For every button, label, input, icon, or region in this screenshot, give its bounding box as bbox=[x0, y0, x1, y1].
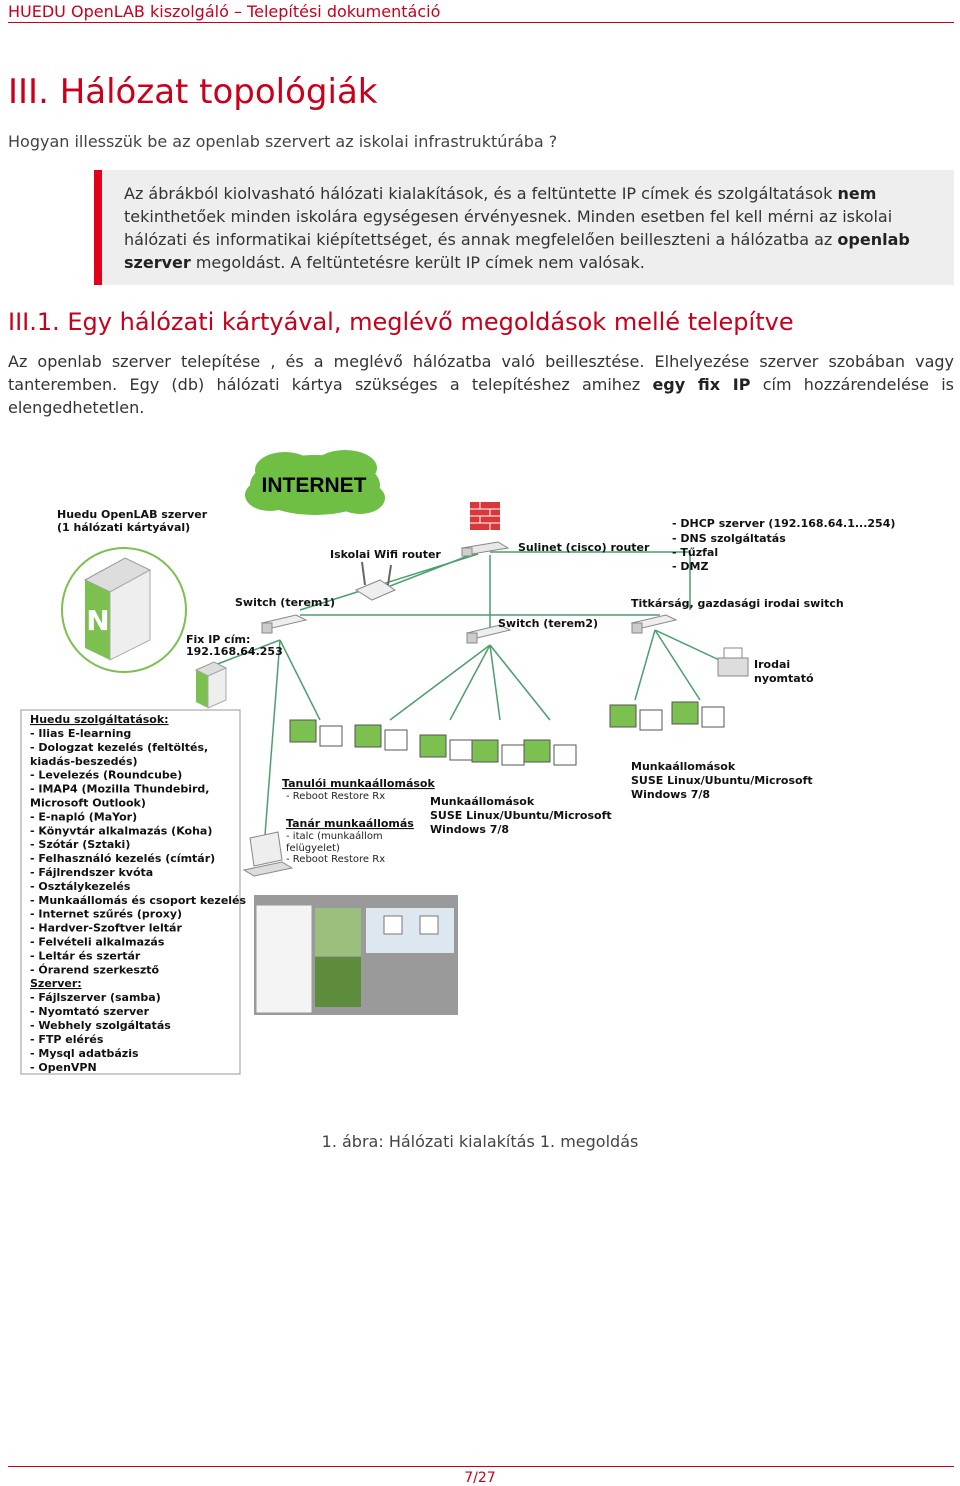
ws-mid-label: Windows 7/8 bbox=[430, 823, 509, 836]
workstation-group-right bbox=[610, 702, 724, 730]
svg-text:N: N bbox=[86, 604, 109, 637]
service-item: - Osztálykezelés bbox=[30, 880, 131, 893]
page-number: 7/27 bbox=[0, 1470, 960, 1486]
router-service: - DNS szolgáltatás bbox=[672, 532, 786, 545]
printer-label-2: nyomtató bbox=[754, 672, 814, 685]
service-item: - Fájlszerver (samba) bbox=[30, 991, 161, 1004]
services-title: Huedu szolgáltatások: bbox=[30, 713, 169, 726]
note-box: Az ábrákból kiolvasható hálózati kialakí… bbox=[94, 170, 954, 285]
server-title-line1: Huedu OpenLAB szerver bbox=[57, 508, 208, 521]
switch-icon bbox=[262, 615, 306, 633]
router-service: - Tűzfal bbox=[672, 546, 718, 559]
wifi-router-icon bbox=[356, 562, 395, 600]
ws-right-label: SUSE Linux/Ubuntu/Microsoft bbox=[631, 774, 813, 787]
service-item: - Hardver-Szoftver leltár bbox=[30, 922, 182, 935]
service-item: - Dologzat kezelés (feltöltés, bbox=[30, 741, 208, 754]
section-title: III. Hálózat topológiák bbox=[8, 72, 377, 112]
ws-right-label: Munkaállomások bbox=[631, 760, 736, 773]
service-item: - Munkaállomás és csoport kezelés bbox=[30, 894, 247, 907]
subsection-title: III.1. Egy hálózati kártyával, meglévő m… bbox=[8, 308, 794, 336]
service-item: - Felvételi alkalmazás bbox=[30, 936, 165, 949]
desktop-screenshot-thumbnail bbox=[254, 895, 458, 1015]
service-item: - Nyomtató szerver bbox=[30, 1005, 150, 1018]
subsection-paragraph: Az openlab szerver telepítése , és a meg… bbox=[8, 350, 954, 419]
router-label: Sulinet (cisco) router bbox=[518, 541, 650, 554]
running-header: HUEDU OpenLAB kiszolgáló – Telepítési do… bbox=[8, 2, 440, 21]
service-item: - OpenVPN bbox=[30, 1061, 97, 1074]
note-accent-bar bbox=[94, 170, 102, 285]
service-item: - Szótár (Sztaki) bbox=[30, 838, 130, 851]
network-diagram: INTERNET Sulinet (cisco) router - DHCP s… bbox=[0, 430, 960, 1110]
laptop-icon bbox=[244, 832, 292, 876]
service-item: - Ilias E-learning bbox=[30, 727, 131, 740]
switch-icon bbox=[632, 615, 676, 633]
workstation-group-student bbox=[290, 720, 407, 750]
internet-label: INTERNET bbox=[262, 474, 367, 497]
server-title-line2: (1 hálózati kártyával) bbox=[57, 521, 190, 534]
student-ws-sub: - Reboot Restore Rx bbox=[286, 791, 385, 802]
ws-mid-label: SUSE Linux/Ubuntu/Microsoft bbox=[430, 809, 612, 822]
figure-caption: 1. ábra: Hálózati kialakítás 1. megoldás bbox=[0, 1132, 960, 1151]
firewall-icon bbox=[470, 502, 500, 530]
header-divider bbox=[8, 22, 954, 23]
switch-2-label: Switch (terem2) bbox=[498, 617, 598, 630]
teacher-ws-title: Tanár munkaállomás bbox=[286, 817, 414, 830]
router-service: - DHCP szerver (192.168.64.1...254) bbox=[672, 517, 895, 530]
wifi-router-label: Iskolai Wifi router bbox=[330, 548, 441, 561]
printer-icon bbox=[718, 648, 748, 676]
service-item: - E-napló (MaYor) bbox=[30, 810, 137, 823]
teacher-ws-sub: - Reboot Restore Rx bbox=[286, 854, 385, 865]
service-item: - Fájlrendszer kvóta bbox=[30, 866, 153, 879]
switch-3-label: Titkárság, gazdasági irodai switch bbox=[631, 597, 844, 610]
footer-divider bbox=[8, 1466, 954, 1467]
printer-label-1: Irodai bbox=[754, 658, 790, 671]
service-item: - Mysql adatbázis bbox=[30, 1047, 139, 1060]
teacher-ws-sub: - italc (munkaállom bbox=[286, 830, 383, 842]
service-item: kiadás-beszedés) bbox=[30, 755, 138, 768]
service-item: - Felhasználó kezelés (címtár) bbox=[30, 852, 215, 865]
service-item: - Webhely szolgáltatás bbox=[30, 1019, 171, 1032]
ws-mid-label: Munkaállomások bbox=[430, 795, 535, 808]
service-item: - Órarend szerkesztő bbox=[30, 963, 160, 976]
service-item: - Leltár és szertár bbox=[30, 949, 141, 962]
server-title: Huedu OpenLAB szerver (1 hálózati kártyá… bbox=[57, 508, 208, 534]
section-subtitle: Hogyan illesszük be az openlab szervert … bbox=[8, 132, 557, 151]
fix-ip-value: 192.168.64.253 bbox=[186, 645, 283, 658]
note-text: Az ábrákból kiolvasható hálózati kialakí… bbox=[124, 182, 934, 274]
service-item: - IMAP4 (Mozilla Thundebird, bbox=[30, 783, 209, 796]
service-item: - Levelezés (Roundcube) bbox=[30, 769, 182, 782]
server-small-icon bbox=[196, 662, 226, 708]
teacher-ws-sub: felügyelet) bbox=[286, 843, 340, 854]
service-item: - Könyvtár alkalmazás (Koha) bbox=[30, 824, 212, 837]
service-item: Microsoft Outlook) bbox=[30, 797, 146, 810]
server-section-title: Szerver: bbox=[30, 977, 82, 990]
service-item: - Internet szűrés (proxy) bbox=[30, 908, 182, 921]
router-service: - DMZ bbox=[672, 560, 708, 573]
student-ws-title: Tanulói munkaállomások bbox=[282, 777, 435, 790]
ws-right-label: Windows 7/8 bbox=[631, 788, 710, 801]
workstation-group-mid bbox=[420, 735, 576, 765]
service-item: - FTP elérés bbox=[30, 1033, 104, 1046]
switch-1-label: Switch (terem1) bbox=[235, 596, 335, 609]
router-icon bbox=[462, 542, 508, 556]
